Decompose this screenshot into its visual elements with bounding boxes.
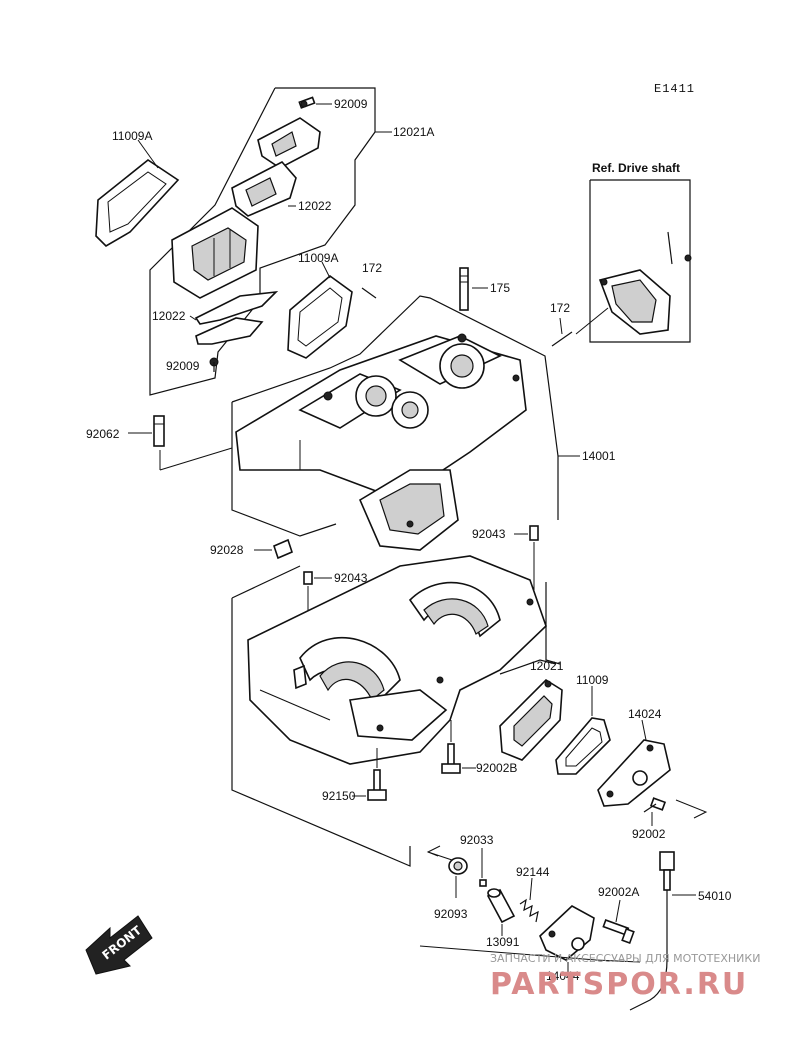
label-11009a-right: 11009A bbox=[298, 251, 338, 265]
label-92093: 92093 bbox=[434, 907, 468, 921]
bolt-92150[interactable] bbox=[367, 769, 387, 801]
bolt-92009-top[interactable] bbox=[298, 96, 316, 109]
watermark-subtitle: ЗАПЧАСТИ И АКСЕССУАРЫ ДЛЯ МОТОТЕХНИКИ bbox=[490, 952, 760, 965]
label-92043-upper: 92043 bbox=[472, 527, 506, 541]
label-12022-top: 12022 bbox=[298, 199, 332, 213]
label-92002: 92002 bbox=[632, 827, 666, 841]
label-172-left: 172 bbox=[362, 261, 382, 275]
label-172-right: 172 bbox=[550, 301, 570, 315]
upper-crankcase-14001[interactable] bbox=[231, 295, 580, 551]
label-92144: 92144 bbox=[516, 865, 550, 879]
bolt-92002[interactable] bbox=[643, 797, 667, 813]
pipe-54010[interactable] bbox=[629, 851, 675, 1011]
label-92028: 92028 bbox=[210, 543, 244, 557]
spring-92144[interactable] bbox=[519, 898, 539, 923]
gasket-11009[interactable] bbox=[555, 717, 611, 775]
cap-14044[interactable] bbox=[539, 905, 595, 961]
reed-valve-body[interactable] bbox=[171, 207, 259, 299]
stud-172-left[interactable] bbox=[361, 287, 377, 299]
reed-plate-top[interactable] bbox=[257, 117, 321, 169]
label-11009a-left: 11009A bbox=[112, 129, 152, 143]
reed-valve-group bbox=[95, 87, 392, 396]
watermark: ЗАПЧАСТИ И АКСЕССУАРЫ ДЛЯ МОТОТЕХНИКИ PA… bbox=[490, 952, 760, 1002]
dowel-92043-upper[interactable] bbox=[529, 525, 539, 541]
label-92009-top: 92009 bbox=[334, 97, 368, 111]
label-92043-lower: 92043 bbox=[334, 571, 368, 585]
bushing-92093[interactable] bbox=[448, 857, 468, 875]
bolt-92002b[interactable] bbox=[441, 743, 461, 774]
washer-92033[interactable] bbox=[479, 879, 487, 887]
label-92002a: 92002A bbox=[598, 885, 639, 899]
watermark-brand: PARTSPOR.RU bbox=[490, 967, 748, 1002]
drive-shaft-reference bbox=[575, 179, 692, 343]
label-14024: 14024 bbox=[628, 707, 662, 721]
label-92150: 92150 bbox=[322, 789, 356, 803]
label-54010: 54010 bbox=[698, 889, 732, 903]
gasket-11009a-right[interactable] bbox=[287, 274, 353, 359]
cover-14024[interactable] bbox=[597, 739, 671, 807]
label-92062: 92062 bbox=[86, 427, 120, 441]
reed-12022-top[interactable] bbox=[231, 161, 297, 217]
label-12022-bottom: 12022 bbox=[152, 309, 186, 323]
label-92002b: 92002B bbox=[476, 761, 517, 775]
gasket-11009a-left[interactable] bbox=[95, 159, 180, 248]
reed-12022-bottom[interactable] bbox=[194, 290, 279, 345]
stud-175[interactable] bbox=[459, 267, 469, 311]
reference-label: Ref. Drive shaft bbox=[592, 161, 680, 175]
label-92033: 92033 bbox=[460, 833, 494, 847]
plunger-13091[interactable] bbox=[486, 888, 516, 924]
diagram-code: E1411 bbox=[654, 82, 695, 96]
bolt-92002a[interactable] bbox=[602, 919, 635, 945]
label-14001: 14001 bbox=[582, 449, 616, 463]
label-12021a: 12021A bbox=[393, 125, 434, 139]
stud-92062[interactable] bbox=[153, 415, 165, 447]
reed-12021[interactable] bbox=[499, 678, 563, 761]
label-92009-bottom: 92009 bbox=[166, 359, 200, 373]
dowel-92043-lower[interactable] bbox=[303, 571, 313, 585]
label-14044: 14044 bbox=[546, 969, 580, 983]
label-11009: 11009 bbox=[576, 673, 609, 687]
lower-crankcase[interactable] bbox=[231, 555, 561, 867]
front-arrow-icon: FRONT bbox=[85, 915, 153, 975]
label-13091: 13091 bbox=[486, 935, 520, 949]
label-12021: 12021 bbox=[530, 659, 564, 673]
plug-92028[interactable] bbox=[273, 538, 293, 560]
label-175: 175 bbox=[490, 281, 510, 295]
bolt-92009-bottom[interactable] bbox=[209, 357, 219, 372]
stud-172-right[interactable] bbox=[551, 331, 573, 347]
